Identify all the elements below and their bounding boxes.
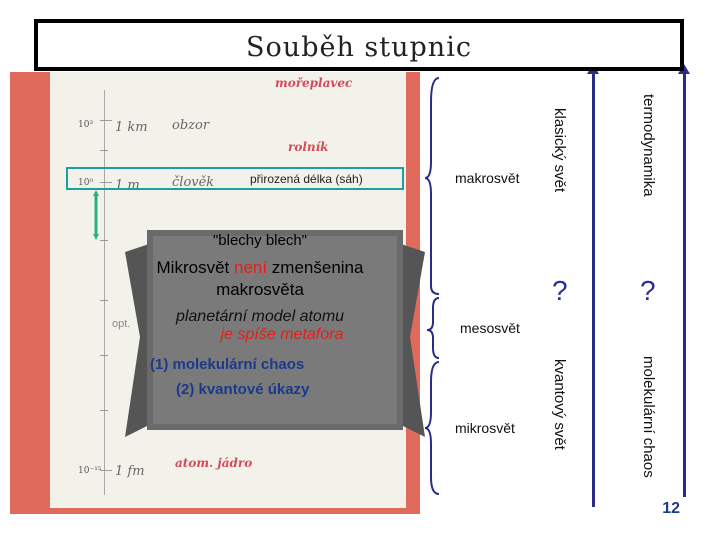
question-mark: ?	[552, 275, 568, 307]
banner-line: je spíše metafora	[172, 326, 392, 344]
scale-tick	[100, 470, 112, 471]
banner-item: (1) molekulární chaos	[150, 356, 370, 373]
scale-tick	[100, 355, 108, 356]
unit-label: 1 fm	[115, 464, 145, 479]
banner-title: "blechy blech"	[150, 232, 370, 249]
meso-world-label: mesosvět	[460, 320, 520, 336]
classical-world-label: klasický svět	[551, 104, 568, 196]
slide-title-box: Souběh stupnic	[34, 19, 684, 71]
macro-world-label: makrosvět	[455, 170, 520, 186]
banner-line: makrosvěta	[150, 280, 370, 300]
handwritten-label: rolník	[288, 140, 328, 154]
banner-item: (2) kvantové úkazy	[176, 381, 396, 398]
unit-label: 1 km	[115, 120, 148, 135]
exponent-label: 10⁻¹⁵	[78, 466, 101, 476]
banner-line: Mikrosvět není zmenšenina	[140, 258, 380, 278]
scale-tick	[100, 150, 108, 151]
slide-title: Souběh stupnic	[246, 32, 472, 63]
page-number: 12	[662, 500, 680, 518]
double-arrow-icon	[93, 190, 99, 240]
scale-tick	[100, 300, 108, 301]
question-mark: ?	[640, 275, 656, 307]
thermodynamics-label: termodynamika	[640, 90, 657, 201]
scale-tick	[100, 240, 108, 241]
thermo-axis-line	[683, 72, 686, 497]
scale-tick	[100, 120, 112, 121]
classical-axis-line	[592, 72, 595, 507]
handwritten-label: obzor	[172, 118, 209, 133]
natural-length-label: přirozená délka (sáh)	[250, 172, 363, 186]
quantum-world-label: kvantový svět	[551, 355, 568, 454]
banner-line: planetární model atomu	[150, 308, 370, 326]
micro-world-label: mikrosvět	[455, 420, 515, 436]
region-braces	[425, 72, 445, 502]
exponent-label: 10³	[78, 120, 93, 130]
handwritten-label: atom. jádro	[175, 456, 252, 470]
handwritten-label: mořeplavec	[275, 76, 352, 90]
scale-tick	[100, 410, 108, 411]
molecular-chaos-label: molekulární chaos	[640, 352, 657, 482]
